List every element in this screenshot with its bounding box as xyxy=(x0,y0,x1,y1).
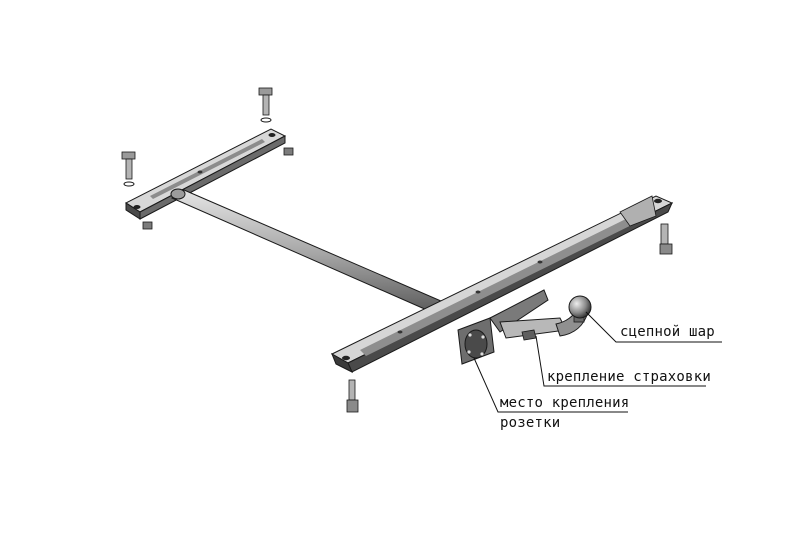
nut-left-top xyxy=(283,147,294,156)
bolt-top xyxy=(258,87,273,123)
connecting-tube xyxy=(170,188,449,315)
bolt-right xyxy=(659,223,673,255)
safety-chain-mount xyxy=(521,329,537,341)
leader-safety-mount xyxy=(535,335,706,387)
label-safety-mount: крепление страховки xyxy=(547,369,711,385)
socket-plate xyxy=(457,317,495,365)
leader-hitch-ball xyxy=(585,311,722,343)
leader-lines xyxy=(473,311,722,413)
bolt-bottom xyxy=(346,379,359,413)
leader-socket-mount xyxy=(473,357,628,413)
bolt-left xyxy=(121,151,136,187)
label-hitch-ball: сцепной шар xyxy=(620,324,715,340)
label-socket-mount-line1: место крепления xyxy=(500,395,629,411)
label-socket-mount-line2: розетки xyxy=(500,415,560,431)
nut-left-bottom xyxy=(142,221,153,230)
tow-ball xyxy=(568,295,592,323)
main-bracket xyxy=(330,195,674,374)
